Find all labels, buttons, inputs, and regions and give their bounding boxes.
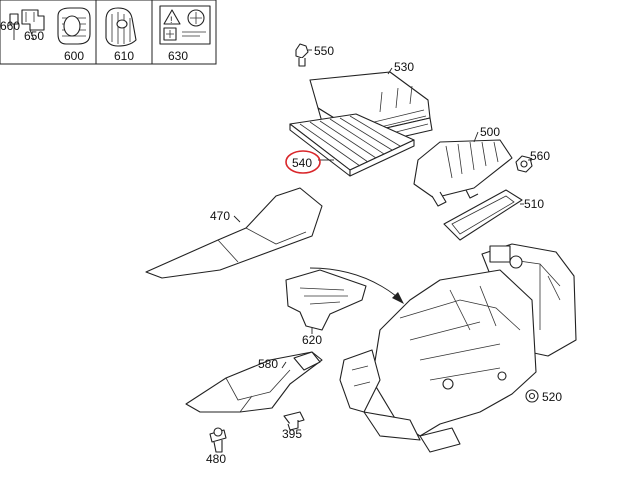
hvac-housing[interactable] xyxy=(339,243,577,453)
duct-580[interactable] xyxy=(185,351,323,413)
legend-strip: 660 650 600 610 ! 630 xyxy=(0,0,217,65)
callout-label[interactable]: 560 xyxy=(530,149,550,163)
callout-label[interactable]: 395 xyxy=(282,427,302,441)
clip-550[interactable] xyxy=(295,43,312,67)
safety-info-icon[interactable]: ! xyxy=(159,5,211,45)
grommet-520[interactable] xyxy=(525,389,539,403)
screw-660-icon[interactable] xyxy=(9,13,19,40)
bracket-620[interactable] xyxy=(285,269,367,334)
part-label[interactable]: 630 xyxy=(168,49,188,63)
callout-label[interactable]: 580 xyxy=(258,357,278,371)
cover-panel-470[interactable] xyxy=(145,187,323,279)
callout-label[interactable]: 500 xyxy=(480,125,500,139)
callout-label[interactable]: 480 xyxy=(206,452,226,466)
callout-label[interactable]: 470 xyxy=(210,209,230,223)
callout-label[interactable]: 550 xyxy=(314,44,334,58)
cabin-filter-540[interactable] xyxy=(289,113,415,177)
callout-label[interactable]: 510 xyxy=(524,197,544,211)
svg-text:!: ! xyxy=(170,15,173,25)
push-pin-480[interactable] xyxy=(209,427,227,453)
part-label[interactable]: 650 xyxy=(24,29,44,43)
callout-label[interactable]: 620 xyxy=(302,333,322,347)
nut-560[interactable] xyxy=(515,155,533,173)
ribbed-cap-icon[interactable] xyxy=(105,7,137,47)
air-duct-500[interactable] xyxy=(413,131,513,207)
callout-label[interactable]: 540 xyxy=(292,156,312,170)
assembly-arrow xyxy=(309,267,404,304)
part-label[interactable]: 660 xyxy=(0,19,20,33)
callout-label[interactable]: 520 xyxy=(542,390,562,404)
part-label[interactable]: 600 xyxy=(64,49,84,63)
callout-label[interactable]: 530 xyxy=(394,60,414,74)
gasket-510[interactable] xyxy=(443,189,524,241)
part-label[interactable]: 610 xyxy=(114,49,134,63)
highlight-ring xyxy=(285,150,321,174)
clip-650-icon[interactable] xyxy=(21,9,45,41)
clip-395[interactable] xyxy=(283,411,305,431)
shield-grille-icon[interactable] xyxy=(57,7,91,45)
